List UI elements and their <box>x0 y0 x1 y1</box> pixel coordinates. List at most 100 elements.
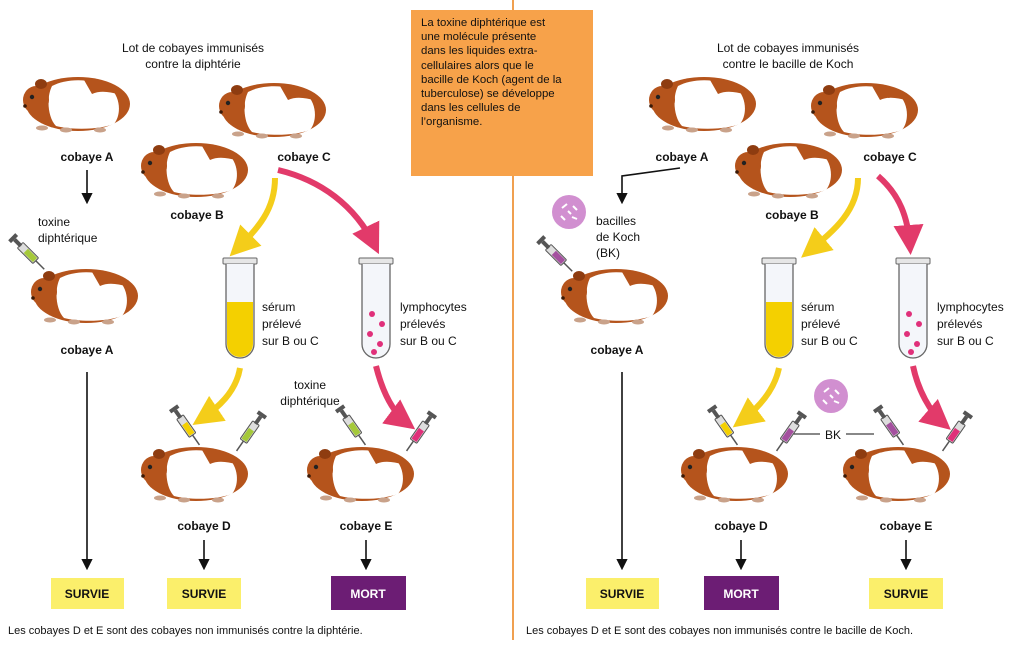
right-result-d-text: MORT <box>723 587 759 601</box>
right-syringe-bk <box>535 234 577 276</box>
left-result-d: SURVIE <box>167 578 241 609</box>
left-result-a-text: SURVIE <box>65 587 109 601</box>
left-lympho-line3: sur B ou C <box>400 334 457 348</box>
right-serum-line1: sérum <box>801 300 834 314</box>
guinea-pig-b <box>141 143 248 199</box>
left-lympho-line1: lymphocytes <box>400 300 467 314</box>
left-toxine2-line2: diphtérique <box>280 394 340 408</box>
left-arrow-serum-to-d <box>192 367 243 425</box>
guinea-pig-c <box>219 83 326 139</box>
info-line-6: tuberculose) se développe <box>421 88 555 101</box>
right-lympho-line1: lymphocytes <box>937 300 1004 314</box>
left-arrow-lympho <box>277 167 380 255</box>
right-tube-lympho <box>895 257 931 359</box>
info-line-5: bacille de Koch (agent de la <box>421 73 562 86</box>
left-label-cobaye-b: cobaye B <box>170 208 224 222</box>
right-arrow-lympho-to-e <box>910 365 951 430</box>
right-guinea-pig-a <box>649 77 756 133</box>
right-syringe-e-bk <box>872 403 909 449</box>
right-bacilles-line2: de Koch <box>596 230 640 244</box>
left-serum-line1: sérum <box>262 300 295 314</box>
right-result-e: SURVIE <box>869 578 943 609</box>
info-line-3: dans les liquides extra- <box>421 45 538 58</box>
left-syringe-e-lympho <box>401 409 438 455</box>
right-arrow-serum <box>801 177 861 258</box>
right-lympho-line2: prélevés <box>937 317 982 331</box>
right-label-cobaye-a2: cobaye A <box>591 343 644 357</box>
right-result-e-text: SURVIE <box>884 587 928 601</box>
left-label-cobaye-d: cobaye D <box>177 519 231 533</box>
right-label-cobaye-d: cobaye D <box>714 519 768 533</box>
info-line-2: une molécule présente <box>421 31 537 44</box>
left-panel: Lot de cobayes immunisés contre la dipht… <box>7 41 467 637</box>
right-guinea-pig-b <box>735 143 842 199</box>
right-arrow-serum-to-d <box>732 367 782 428</box>
right-title-line1: Lot de cobayes immunisés <box>717 41 859 55</box>
left-syringe-d-toxine <box>231 409 268 455</box>
left-injection-line2: diphtérique <box>38 231 98 245</box>
left-syringe-toxine <box>7 232 49 274</box>
info-line-4: cellulaires alors que le <box>421 59 534 72</box>
left-arrow-serum <box>229 177 278 257</box>
right-guinea-pig-e <box>843 447 950 503</box>
left-label-cobaye-e: cobaye E <box>340 519 393 533</box>
right-bk-icon <box>814 379 848 413</box>
right-guinea-pig-c <box>811 83 918 139</box>
left-result-e-text: MORT <box>350 587 386 601</box>
right-label-cobaye-b: cobaye B <box>765 208 819 222</box>
left-label-cobaye-a: cobaye A <box>61 150 114 164</box>
right-title-line2: contre le bacille de Koch <box>723 57 854 71</box>
right-label-cobaye-c: cobaye C <box>863 150 917 164</box>
left-toxine2-line1: toxine <box>294 378 326 392</box>
right-syringe-d-bk <box>771 409 808 455</box>
info-box: La toxine diphtérique est une molécule p… <box>411 10 593 176</box>
left-result-d-text: SURVIE <box>182 587 226 601</box>
info-line-7: dans les cellules de <box>421 102 521 115</box>
right-tube-serum <box>761 257 797 359</box>
right-result-a-text: SURVIE <box>600 587 644 601</box>
right-guinea-pig-d <box>681 447 788 503</box>
right-serum-line2: prélevé <box>801 317 841 331</box>
right-label-cobaye-a: cobaye A <box>656 150 709 164</box>
left-serum-line2: prélevé <box>262 317 302 331</box>
left-title-line1: Lot de cobayes immunisés <box>122 41 264 55</box>
guinea-pig-a-injected <box>31 269 138 325</box>
guinea-pig-e <box>307 447 414 503</box>
left-tube-serum <box>222 257 258 359</box>
right-guinea-pig-a-injected <box>561 269 668 325</box>
right-bk-label: BK <box>825 428 841 442</box>
right-serum-line3: sur B ou C <box>801 334 858 348</box>
left-result-a: SURVIE <box>51 578 124 609</box>
right-syringe-e-lympho <box>937 409 974 455</box>
left-syringe-d-serum <box>168 403 205 449</box>
right-lympho-line3: sur B ou C <box>937 334 994 348</box>
left-arrow-lympho-to-e <box>373 365 416 430</box>
guinea-pig-d <box>141 447 248 503</box>
right-result-a: SURVIE <box>586 578 659 609</box>
right-label-cobaye-e: cobaye E <box>880 519 933 533</box>
right-arrow-lympho <box>876 173 924 255</box>
left-injection-line1: toxine <box>38 215 70 229</box>
left-syringe-e-toxine <box>334 403 371 449</box>
info-line-1: La toxine diphtérique est <box>421 17 546 29</box>
left-tube-lympho <box>358 257 394 359</box>
left-footer: Les cobayes D et E sont des cobayes non … <box>8 625 363 637</box>
guinea-pig-a <box>23 77 130 133</box>
right-bacilli-icon <box>552 195 586 229</box>
info-line-8: l’organisme. <box>421 116 483 129</box>
left-title-line2: contre la diphtérie <box>145 57 241 71</box>
right-arrow-a-elbow <box>616 167 681 205</box>
right-footer: Les cobayes D et E sont des cobayes non … <box>526 625 913 637</box>
right-syringe-d-serum <box>706 403 743 449</box>
left-lympho-line2: prélevés <box>400 317 445 331</box>
left-label-cobaye-a2: cobaye A <box>61 343 114 357</box>
right-bacilles-line3: (BK) <box>596 246 620 260</box>
left-serum-line3: sur B ou C <box>262 334 319 348</box>
right-result-d: MORT <box>704 576 779 610</box>
left-result-e: MORT <box>331 576 406 610</box>
left-label-cobaye-c: cobaye C <box>277 150 331 164</box>
right-bacilles-line1: bacilles <box>596 214 636 228</box>
right-panel: Lot de cobayes immunisés contre le bacil… <box>526 41 1004 637</box>
